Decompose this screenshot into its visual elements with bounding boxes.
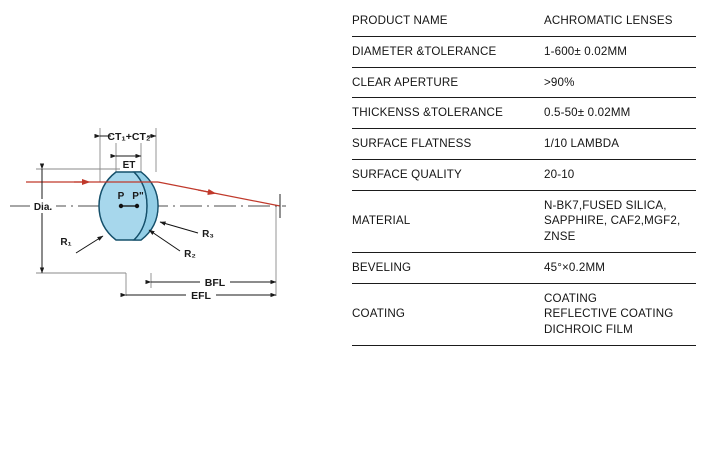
light-ray (26, 178, 281, 207)
spec-value: 1/10 LAMBDA (544, 137, 620, 151)
radius2-callout: R₂ (148, 229, 196, 260)
spec-value: 45°×0.2MM (544, 260, 606, 274)
principal-points: P P" (118, 191, 144, 209)
table-row: PRODUCT NAME ACHROMATIC LENSES (352, 6, 696, 37)
table-row: COATING COATING REFLECTIVE COATING DICHR… (352, 283, 696, 346)
radius3-callout: R₃ (159, 221, 214, 240)
center-thickness-dimension: CT₁+CT₂ (94, 129, 157, 143)
principal-point-pp-label: P" (132, 191, 144, 202)
table-row: SURFACE FLATNESS 1/10 LAMBDA (352, 129, 696, 160)
table-row: BEVELING 45°×0.2MM (352, 252, 696, 284)
table-row: DIAMETER &TOLERANCE 1-600± 0.02MM (352, 36, 696, 68)
spec-value: N-BK7,FUSED SILICA, SAPPHIRE, CAF2,MGF2,… (544, 198, 681, 244)
specification-table: PRODUCT NAME ACHROMATIC LENSES DIAMETER … (352, 6, 696, 346)
radius2-label: R₂ (184, 249, 196, 260)
principal-point-p-label: P (118, 191, 125, 202)
diameter-dimension: Dia. (30, 163, 56, 274)
spec-key: SURFACE FLATNESS (352, 137, 472, 151)
diameter-label: Dia. (34, 202, 53, 213)
table-row: CLEAR APERTURE >90% (352, 67, 696, 98)
spec-key: CLEAR APERTURE (352, 75, 459, 89)
spec-value: 1-600± 0.02MM (544, 44, 628, 58)
spec-key: MATERIAL (352, 214, 411, 228)
specification-table-body: PRODUCT NAME ACHROMATIC LENSES DIAMETER … (352, 6, 696, 346)
et-label: ET (123, 160, 136, 171)
spec-key: DIAMETER &TOLERANCE (352, 44, 497, 58)
spec-value: >90% (544, 75, 575, 89)
table-row: SURFACE QUALITY 20-10 (352, 159, 696, 191)
efl-label: EFL (191, 290, 211, 302)
spec-value: 0.5-50± 0.02MM (544, 106, 631, 120)
radius3-label: R₃ (202, 229, 214, 240)
table-row: MATERIAL N-BK7,FUSED SILICA, SAPPHIRE, C… (352, 190, 696, 253)
bfl-dimension: BFL (145, 275, 277, 289)
radius1-label: R₁ (60, 237, 71, 248)
efl-dimension: EFL (120, 288, 277, 302)
lens-diagram-panel: CT₁+CT₂ ET Dia. P P" (0, 0, 345, 460)
spec-value: COATING REFLECTIVE COATING DICHROIC FILM (544, 291, 674, 337)
spec-value: ACHROMATIC LENSES (544, 14, 673, 27)
edge-thickness-dimension: ET (110, 153, 142, 171)
spec-key: COATING (352, 307, 406, 321)
bfl-label: BFL (205, 277, 226, 289)
ct-label: CT₁+CT₂ (107, 131, 150, 143)
spec-key: THICKENSS &TOLERANCE (352, 106, 503, 120)
spec-key: SURFACE QUALITY (352, 167, 462, 181)
radius1-callout: R₁ (60, 235, 104, 254)
spec-key: BEVELING (352, 260, 412, 274)
lens-diagram: CT₁+CT₂ ET Dia. P P" (10, 128, 286, 302)
table-row: THICKENSS &TOLERANCE 0.5-50± 0.02MM (352, 98, 696, 129)
spec-key: PRODUCT NAME (352, 14, 448, 27)
spec-value: 20-10 (544, 167, 575, 181)
